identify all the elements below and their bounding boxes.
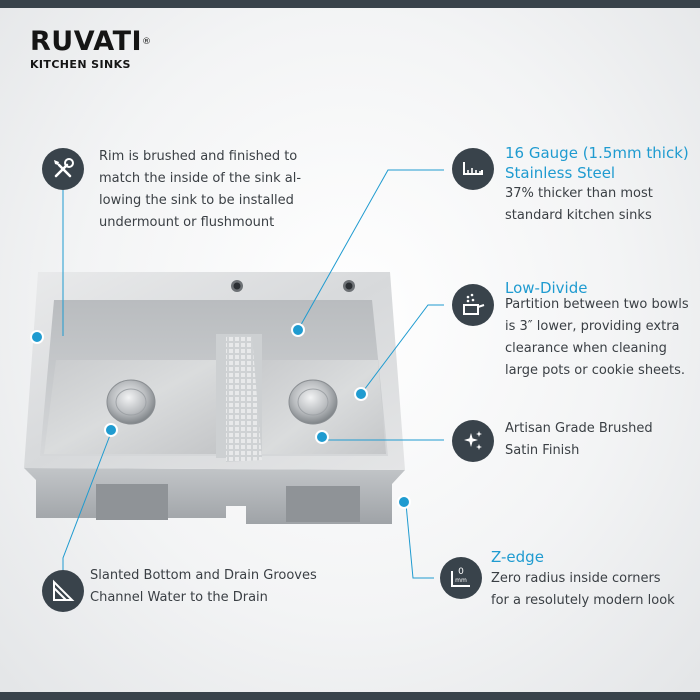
low-divide-callout-dot bbox=[354, 387, 368, 401]
drain-line-1: Slanted Bottom and Drain Grooves bbox=[90, 568, 317, 583]
sparkle-icon bbox=[452, 420, 494, 462]
drain-line-2: Channel Water to the Drain bbox=[90, 590, 268, 605]
slanted-bottom-icon bbox=[42, 570, 84, 612]
brand-name: RUVATI bbox=[30, 26, 143, 57]
top-bar bbox=[0, 0, 700, 8]
drain-callout-dot bbox=[104, 423, 118, 437]
gauge-title: 16 Gauge (1.5mm thick) Stainless Steel bbox=[505, 143, 695, 183]
rim-line-4: undermount or flushmount bbox=[99, 215, 275, 230]
rim-line-2: match the inside of the sink al- bbox=[99, 171, 302, 186]
gauge-callout-dot bbox=[291, 323, 305, 337]
gauge-line-1: 37% thicker than most bbox=[505, 186, 653, 201]
low-divide-icon bbox=[452, 284, 494, 326]
finish-callout-dot bbox=[315, 430, 329, 444]
gauge-ruler-icon bbox=[452, 148, 494, 190]
zedge-line-1: Zero radius inside corners bbox=[491, 571, 661, 586]
low-divide-line-1: Partition between two bowls bbox=[505, 297, 689, 312]
drain-description: Slanted Bottom and Drain Grooves Channel… bbox=[90, 565, 370, 609]
finish-line-2: Satin Finish bbox=[505, 443, 580, 458]
rim-line-1: Rim is brushed and finished to bbox=[99, 149, 298, 164]
finish-description: Artisan Grade Brushed Satin Finish bbox=[505, 418, 695, 462]
gauge-title-line-2: Stainless Steel bbox=[505, 164, 616, 182]
bottom-bar bbox=[0, 692, 700, 700]
gauge-line-2: standard kitchen sinks bbox=[505, 208, 652, 223]
rim-callout-dot bbox=[30, 330, 44, 344]
tools-icon bbox=[42, 148, 84, 190]
rim-line-3: lowing the sink to be installed bbox=[99, 193, 294, 208]
low-divide-line-4: large pots or cookie sheets. bbox=[505, 363, 686, 378]
zedge-icon-zero: 0 bbox=[458, 567, 464, 577]
gauge-description: 37% thicker than most standard kitchen s… bbox=[505, 183, 695, 227]
zedge-description: Zero radius inside corners for a resolut… bbox=[491, 568, 696, 612]
zero-radius-icon: 0 mm bbox=[440, 557, 482, 599]
zedge-callout-dot bbox=[397, 495, 411, 509]
registered-mark: ® bbox=[142, 37, 152, 47]
ruvati-logo: RUVATI® KITCHEN SINKS bbox=[30, 26, 152, 72]
rim-description: Rim is brushed and finished to match the… bbox=[99, 146, 309, 234]
zedge-title: Z-edge bbox=[491, 548, 544, 566]
low-divide-line-3: clearance when cleaning bbox=[505, 341, 667, 356]
zedge-line-2: for a resolutely modern look bbox=[491, 593, 675, 608]
brand-tagline: KITCHEN SINKS bbox=[30, 58, 131, 71]
low-divide-description: Partition between two bowls is 3″ lower,… bbox=[505, 294, 695, 382]
zedge-icon-unit: mm bbox=[455, 577, 467, 584]
low-divide-title: Low-Divide bbox=[505, 279, 588, 297]
gauge-title-line-1: 16 Gauge (1.5mm thick) bbox=[505, 144, 689, 162]
finish-line-1: Artisan Grade Brushed bbox=[505, 421, 653, 436]
low-divide-line-2: is 3″ lower, providing extra bbox=[505, 319, 680, 334]
